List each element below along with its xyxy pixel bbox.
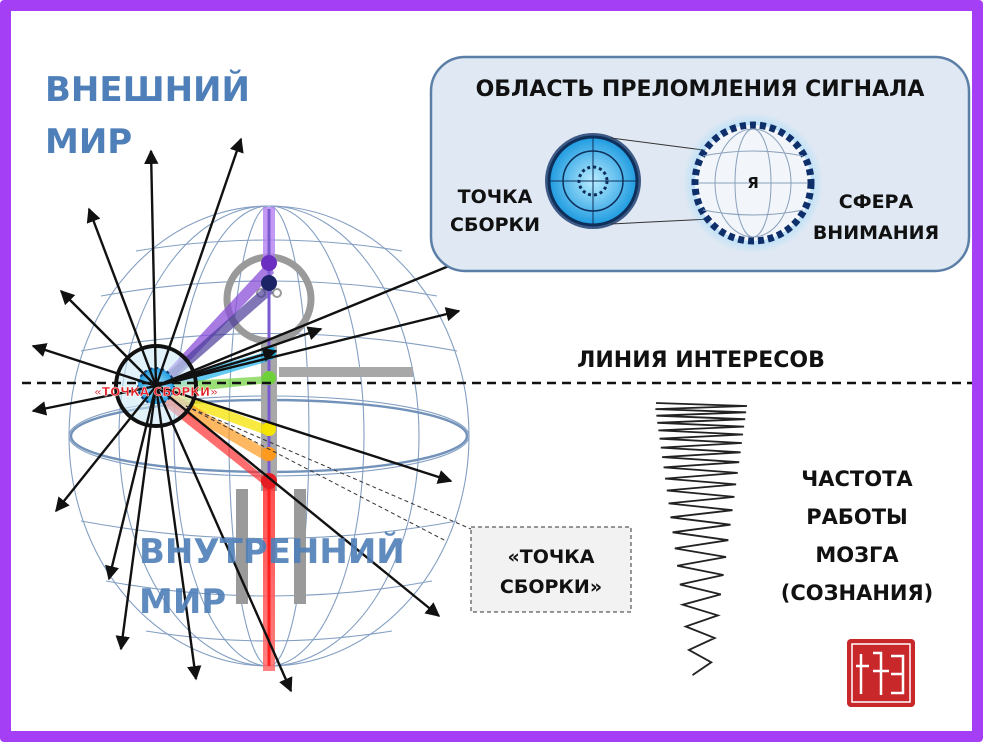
assembly-point-icon (545, 133, 641, 229)
inner-world-line-1: ВНУТРЕННИЙ (139, 531, 405, 572)
arrow-icon (31, 343, 157, 388)
callout-label-1: «ТОЧКА (508, 546, 595, 568)
seal-icon (847, 639, 915, 707)
attention-sphere-label-2: ВНИМАНИЯ (813, 222, 939, 244)
callout-box: «ТОЧКА СБОРКИ» (470, 526, 632, 613)
arrow-icon (154, 385, 293, 693)
arrow-icon (105, 385, 158, 581)
radiating-arrows (31, 137, 468, 693)
arrow-icon (115, 385, 158, 651)
callout-label-2: СБОРКИ» (500, 576, 602, 598)
attention-sphere-icon: Я (683, 113, 823, 253)
assembly-point-quoted-label: «ТОЧКА СБОРКИ» (94, 385, 218, 399)
self-label: Я (747, 174, 759, 192)
brain-frequency-line-2: РАБОТЫ (806, 505, 908, 529)
brain-frequency-label: ЧАСТОТА РАБОТЫ МОЗГА (СОЗНАНИЯ) (781, 467, 934, 605)
panel-assembly-label-2: СБОРКИ (450, 214, 540, 236)
arrow-icon (31, 384, 157, 416)
arrow-icon (155, 385, 441, 617)
arrow-icon (144, 149, 159, 387)
arrow-icon (155, 307, 461, 388)
refraction-panel-title: ОБЛАСТЬ ПРЕЛОМЛЕНИЯ СИГНАЛА (476, 77, 925, 102)
outer-world-line-1: ВНЕШНИЙ (45, 69, 250, 110)
attention-sphere-label-1: СФЕРА (839, 191, 914, 213)
arrow-icon (155, 347, 278, 388)
callout-connectors (185, 405, 472, 542)
brain-wave (655, 402, 748, 676)
arrow-icon (155, 326, 323, 388)
inner-world-line-2: МИР (139, 582, 226, 622)
brain-frequency-line-3: МОЗГА (815, 543, 899, 567)
arrow-icon (155, 257, 468, 388)
interests-line-label: ЛИНИЯ ИНТЕРЕСОВ (577, 348, 825, 373)
outer-world-line-2: МИР (45, 122, 132, 162)
brain-frequency-line-1: ЧАСТОТА (801, 467, 913, 491)
brain-frequency-line-4: (СОЗНАНИЯ) (781, 581, 934, 605)
arrow-icon (154, 137, 244, 387)
outer-world-label: ВНЕШНИЙ МИР (45, 69, 250, 162)
arrow-icon (154, 385, 202, 681)
refraction-panel: ОБЛАСТЬ ПРЕЛОМЛЕНИЯ СИГНАЛА ТОЧКА СБОРКИ… (429, 55, 971, 273)
inner-world-label: ВНУТРЕННИЙ МИР (139, 531, 405, 622)
diagram-canvas: «ТОЧКА СБОРКИ» ВНЕШНИЙ МИР ВНУТРЕННИЙ МИ… (22, 55, 972, 707)
arrow-icon (59, 289, 157, 387)
arrow-icon (55, 385, 157, 513)
arrow-icon (155, 384, 453, 484)
arrow-icon (86, 207, 158, 387)
panel-assembly-label-1: ТОЧКА (458, 186, 533, 208)
